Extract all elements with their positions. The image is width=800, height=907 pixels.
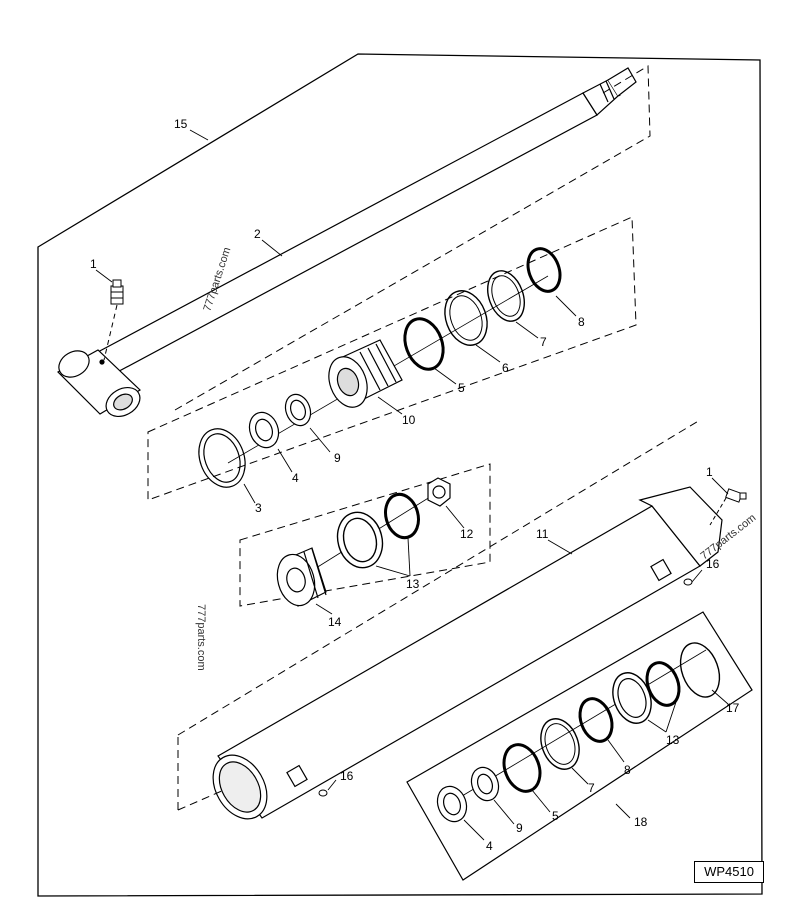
callout-10: 10	[402, 413, 416, 427]
o-ring-13-kit	[645, 661, 681, 707]
callout-9: 9	[334, 451, 341, 465]
backup-ring-upper	[284, 393, 312, 427]
callout-16-lower: 16	[340, 769, 354, 783]
snap-ring	[198, 428, 246, 488]
callout-18: 18	[634, 815, 648, 829]
piston	[328, 339, 403, 408]
wiper-seal-kit	[436, 785, 468, 823]
port-o-ring-upper	[683, 578, 693, 586]
o-ring-8-kit	[578, 697, 614, 743]
o-ring-upper	[403, 317, 445, 371]
callout-5-kit: 5	[552, 809, 559, 823]
gland-seal-kit	[612, 672, 652, 724]
callout-8: 8	[578, 315, 585, 329]
callout-4: 4	[292, 471, 299, 485]
callout-17: 17	[726, 701, 740, 715]
port-o-ring-lower	[318, 789, 328, 797]
callout-5: 5	[458, 381, 465, 395]
seal-kit-box	[406, 611, 753, 881]
o-ring-kit	[502, 743, 542, 793]
callout-13-kit: 13	[666, 733, 680, 747]
piston-rod	[57, 67, 637, 418]
piston-kit-box	[147, 216, 637, 501]
callout-16-upper: 16	[706, 557, 720, 571]
figure-id-label: WP4510	[694, 861, 764, 883]
assembly-outline	[37, 53, 763, 897]
gland-o-ring	[384, 492, 420, 540]
callout-14: 14	[328, 615, 342, 629]
callout-12: 12	[460, 527, 474, 541]
backup-ring-kit	[470, 766, 500, 802]
callout-1-lower: 1	[706, 465, 713, 479]
gland-seal	[336, 511, 384, 569]
callout-13: 13	[406, 577, 420, 591]
callout-3: 3	[255, 501, 262, 515]
watermark-2: 777parts.com	[195, 604, 207, 671]
seal-ring-upper	[444, 290, 488, 346]
lock-nut	[427, 477, 451, 507]
callout-2: 2	[254, 227, 261, 241]
callout-6: 6	[502, 361, 509, 375]
gland	[276, 547, 327, 607]
o-ring-8-upper	[526, 247, 562, 293]
callout-8-kit: 8	[624, 763, 631, 777]
retaining-ring-kit	[679, 642, 721, 698]
callout-4-kit: 4	[486, 839, 493, 853]
grease-fitting-upper	[110, 279, 124, 305]
callout-9-kit: 9	[516, 821, 523, 835]
backup-seal-upper	[487, 270, 525, 322]
callout-15: 15	[174, 117, 188, 131]
callout-7: 7	[540, 335, 547, 349]
grease-fitting-lower	[725, 488, 747, 503]
callout-7-kit: 7	[588, 781, 595, 795]
gland-kit-box	[239, 463, 491, 607]
callout-1: 1	[90, 257, 97, 271]
cylinder-barrel	[212, 486, 723, 820]
callout-11: 11	[536, 527, 549, 541]
seal-ring-kit	[540, 718, 580, 770]
wiper-seal-upper	[248, 411, 280, 449]
